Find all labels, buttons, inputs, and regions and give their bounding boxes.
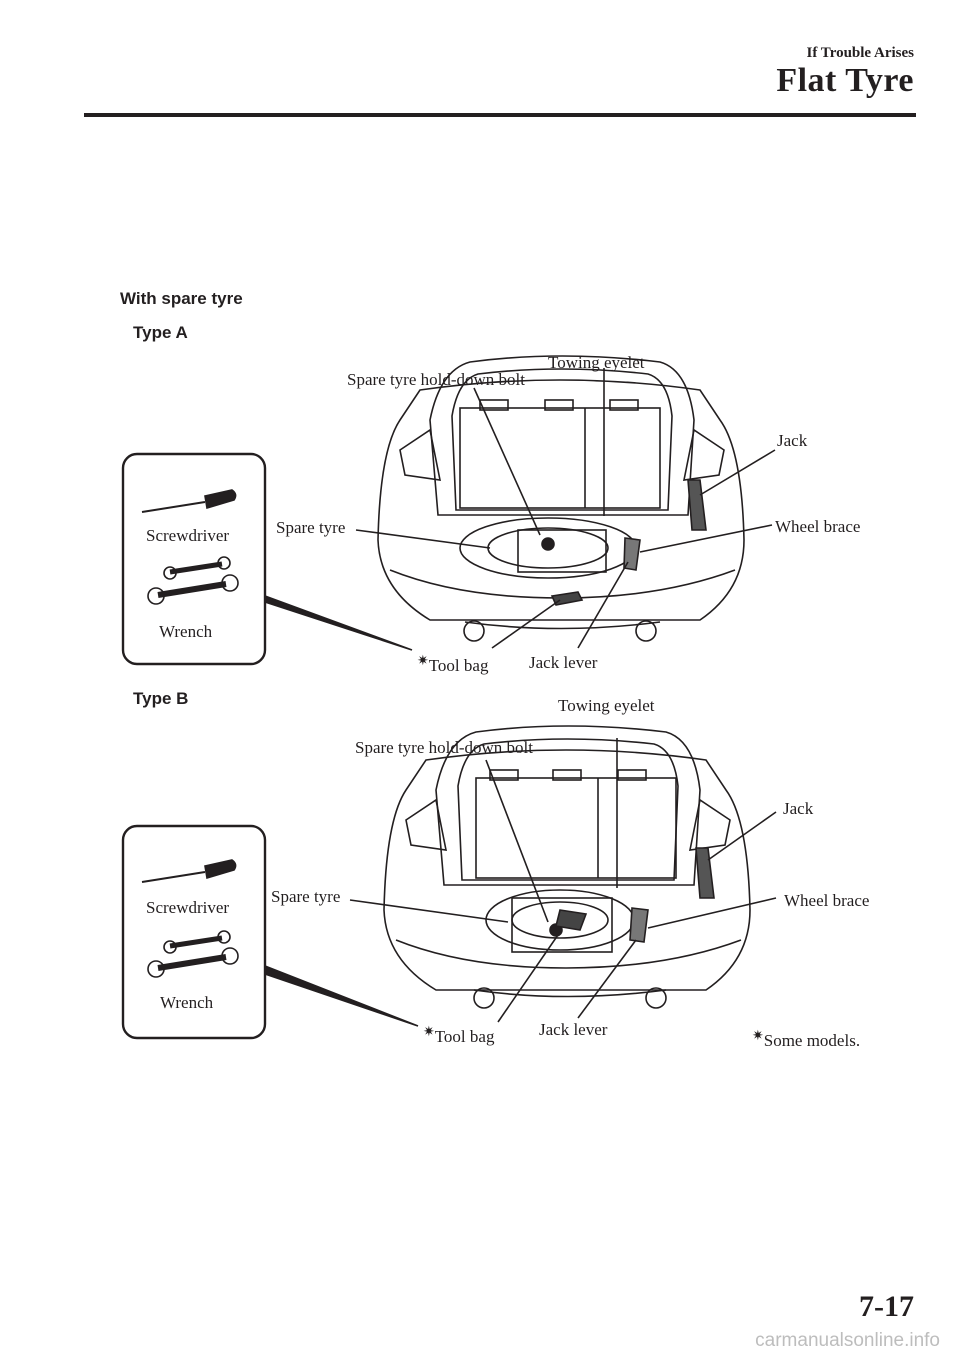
type-a-towing-eyelet-label: Towing eyelet bbox=[548, 353, 645, 372]
section-label: If Trouble Arises bbox=[806, 45, 914, 61]
asterisk-icon: ✷ bbox=[752, 1029, 764, 1044]
type-a-jack-label: Jack bbox=[777, 431, 808, 450]
type-b-illustration bbox=[121, 725, 777, 1040]
type-b-wheel-brace-label: Wheel brace bbox=[784, 891, 870, 910]
type-b-hold-down-bolt-label: Spare tyre hold-down bolt bbox=[355, 738, 533, 757]
screwdriver-icon bbox=[141, 859, 237, 883]
type-a-spare-tyre-label: Spare tyre bbox=[276, 518, 346, 537]
header-rule bbox=[84, 113, 916, 117]
type-b-jack-label: Jack bbox=[783, 799, 814, 818]
wrench-icon bbox=[147, 930, 239, 978]
asterisk-icon: ✷ bbox=[423, 1025, 435, 1040]
type-a-wheel-brace-label: Wheel brace bbox=[775, 517, 861, 536]
type-a-wrench-label: Wrench bbox=[159, 622, 213, 641]
type-a-jack-lever-label: Jack lever bbox=[529, 653, 598, 672]
type-a-title: Type A bbox=[133, 323, 188, 342]
type-b-spare-tyre-label: Spare tyre bbox=[271, 887, 341, 906]
asterisk-icon: ✷ bbox=[417, 654, 429, 669]
type-b-towing-eyelet-label: Towing eyelet bbox=[558, 696, 655, 715]
type-b-wrench-label: Wrench bbox=[160, 993, 214, 1012]
watermark: carmanualsonline.info bbox=[755, 1330, 940, 1351]
type-b-tool-bag-label: ✷Tool bag bbox=[423, 1025, 495, 1046]
page-title: Flat Tyre bbox=[776, 62, 914, 99]
screwdriver-icon bbox=[141, 489, 237, 513]
type-b-screwdriver-label: Screwdriver bbox=[146, 898, 230, 917]
type-b-jack-lever-label: Jack lever bbox=[539, 1020, 608, 1039]
type-a-tool-bag-label: ✷Tool bag bbox=[417, 654, 489, 675]
type-a-hold-down-bolt-label: Spare tyre hold-down bolt bbox=[347, 370, 525, 389]
page-number: 7-17 bbox=[859, 1290, 914, 1323]
type-b-title: Type B bbox=[133, 689, 189, 708]
type-a-screwdriver-label: Screwdriver bbox=[146, 526, 230, 545]
type-a-illustration bbox=[121, 355, 776, 666]
section-heading: With spare tyre bbox=[120, 289, 243, 308]
footnote: ✷Some models. bbox=[752, 1029, 861, 1050]
wrench-icon bbox=[147, 556, 239, 605]
